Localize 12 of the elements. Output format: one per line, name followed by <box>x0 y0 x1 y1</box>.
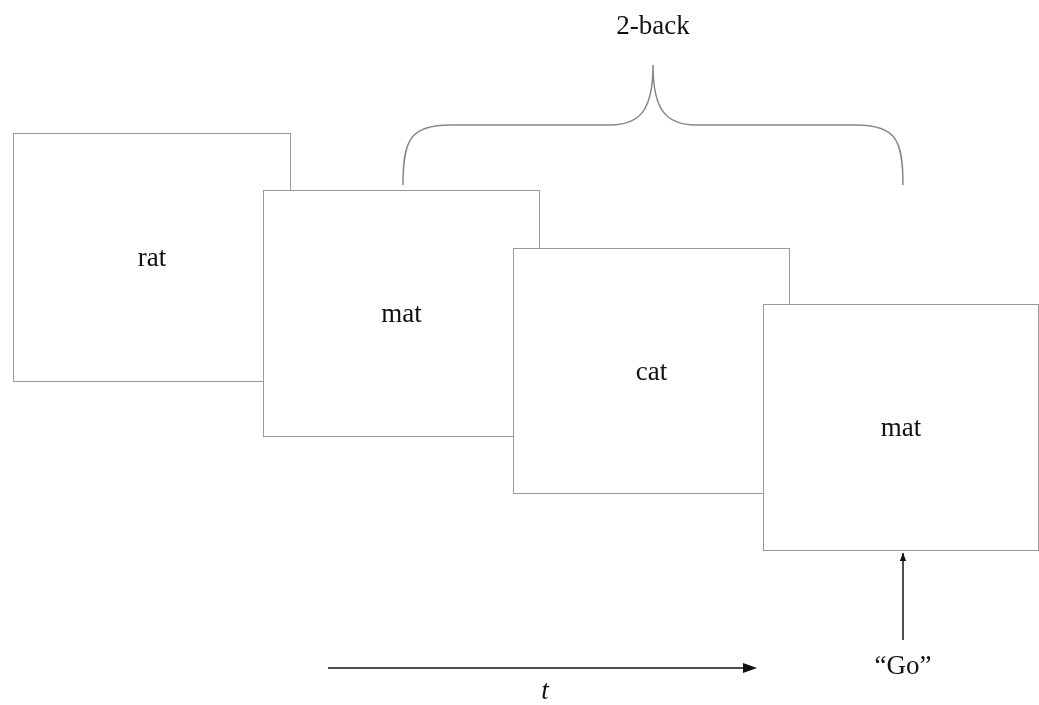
stimulus-card <box>263 190 540 437</box>
arrow <box>899 552 907 641</box>
axis-label: t <box>541 674 549 705</box>
stimulus-word: mat <box>880 412 922 443</box>
stimulus-word: rat <box>137 242 167 273</box>
cue-label: “Go” <box>858 640 948 690</box>
stimulus-card <box>763 304 1039 551</box>
stimulus-card <box>513 248 790 494</box>
stimulus-card <box>13 133 291 382</box>
stimulus-word: cat <box>635 355 668 387</box>
span-label: 2-back <box>616 9 690 41</box>
stimulus-word: mat <box>381 298 422 329</box>
